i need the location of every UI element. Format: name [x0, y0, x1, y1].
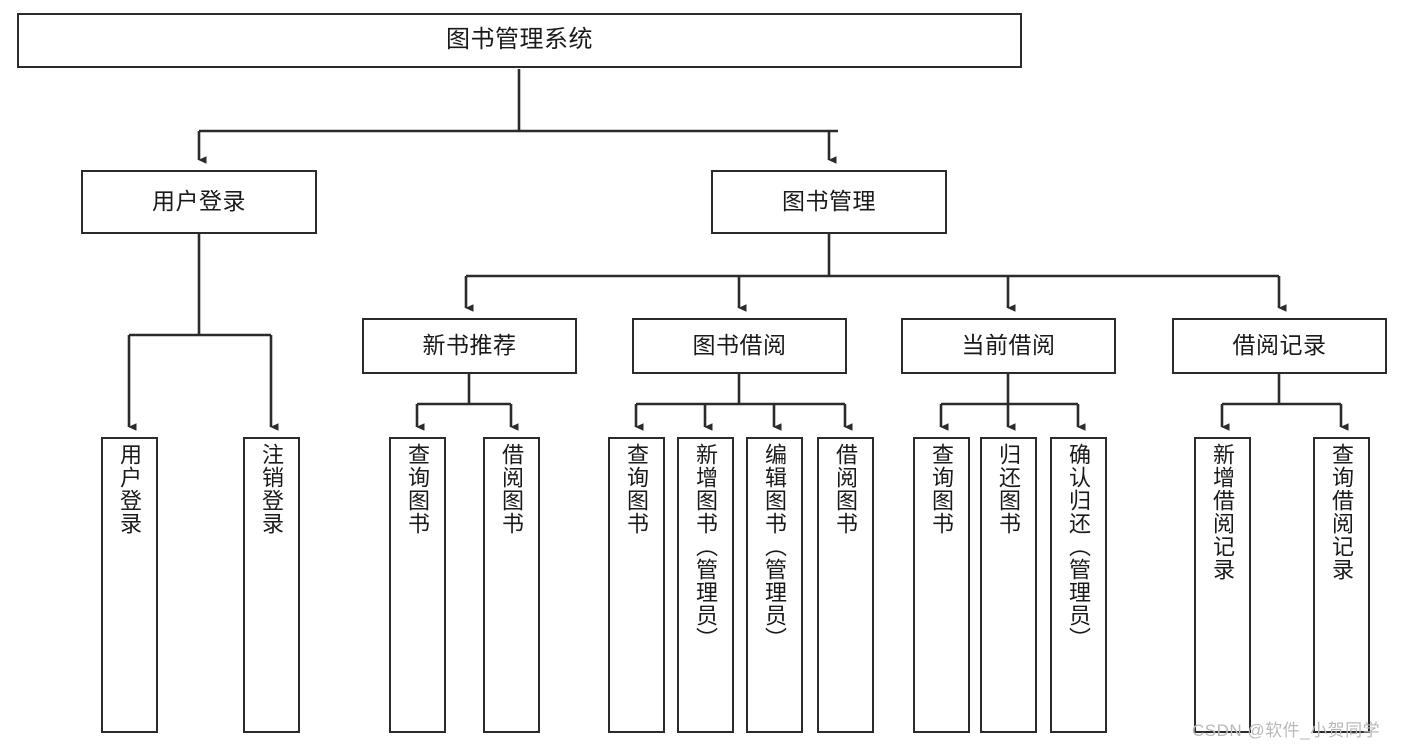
node-label: 归还图书: [996, 443, 1022, 535]
leaf-current-confirm-return-admin[interactable]: 确认归还（管理员）: [1050, 437, 1107, 733]
csdn-watermark: CSDN @软件_小贺同学: [1192, 721, 1381, 740]
leaf-user-login-login[interactable]: 用户登录: [101, 437, 158, 733]
node-label: 当前借阅: [961, 332, 1056, 359]
node-current-borrow[interactable]: 当前借阅: [901, 318, 1116, 374]
leaf-borrow-borrow-book[interactable]: 借阅图书: [817, 437, 874, 733]
node-new-book-recommend[interactable]: 新书推荐: [362, 318, 577, 374]
node-book-borrow[interactable]: 图书借阅: [632, 318, 847, 374]
node-root-system[interactable]: 图书管理系统: [17, 13, 1022, 68]
node-label: 用户登录: [152, 188, 246, 215]
node-label: 新书推荐: [422, 332, 517, 359]
node-label: 图书借阅: [692, 332, 787, 359]
leaf-current-return-book[interactable]: 归还图书: [980, 437, 1037, 733]
node-label: 注销登录: [259, 443, 285, 535]
node-label: 查询图书: [405, 443, 431, 535]
leaf-recommend-query-book[interactable]: 查询图书: [389, 437, 446, 733]
leaf-user-login-logout[interactable]: 注销登录: [243, 437, 300, 733]
leaf-borrow-edit-book-admin[interactable]: 编辑图书（管理员）: [746, 437, 803, 733]
node-user-login[interactable]: 用户登录: [81, 170, 317, 234]
leaf-borrow-query-book[interactable]: 查询图书: [608, 437, 665, 733]
leaf-current-query-book[interactable]: 查询图书: [913, 437, 970, 733]
node-label: 查询借阅记录: [1329, 443, 1355, 581]
node-borrow-record[interactable]: 借阅记录: [1172, 318, 1387, 374]
node-label: 确认归还（管理员）: [1066, 443, 1092, 650]
leaf-recommend-borrow-book[interactable]: 借阅图书: [483, 437, 540, 733]
node-label: 借阅图书: [833, 443, 859, 535]
node-book-management[interactable]: 图书管理: [711, 170, 947, 234]
node-label: 借阅图书: [499, 443, 525, 535]
node-label: 图书管理: [782, 188, 876, 215]
leaf-record-add-record[interactable]: 新增借阅记录: [1194, 437, 1251, 733]
leaf-record-query-record[interactable]: 查询借阅记录: [1313, 437, 1370, 733]
node-label: 新增借阅记录: [1210, 443, 1236, 581]
leaf-borrow-add-book-admin[interactable]: 新增图书（管理员）: [677, 437, 734, 733]
node-label: 查询图书: [929, 443, 955, 535]
node-label: 用户登录: [117, 443, 143, 535]
node-label: 查询图书: [624, 443, 650, 535]
node-label: 编辑图书（管理员）: [762, 443, 788, 650]
node-label: 图书管理系统: [446, 26, 593, 54]
node-label: 借阅记录: [1232, 332, 1327, 359]
node-label: 新增图书（管理员）: [693, 443, 719, 650]
